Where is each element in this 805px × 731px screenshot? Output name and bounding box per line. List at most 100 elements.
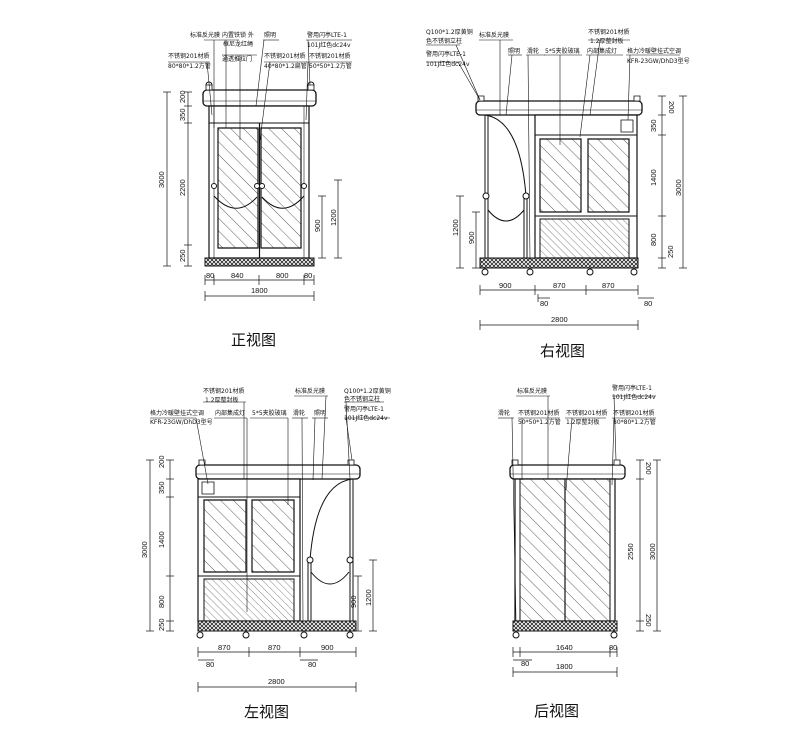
right-dim-1200: 1200: [451, 219, 460, 236]
front-note-police-light: 警用闪亭LTE-1: [307, 31, 347, 39]
right-note-steel-201: 不锈钢201材质: [588, 28, 629, 36]
left-base: [198, 621, 356, 631]
left-dim-250: 250: [157, 618, 166, 631]
left-window-right: [252, 500, 294, 572]
front-dim-3000: 3000: [157, 171, 166, 188]
right-air-conditioner: [621, 120, 633, 132]
back-note-pulley: 滑轮: [498, 409, 510, 417]
front-roof: [203, 90, 316, 106]
right-dim-3000: 3000: [674, 179, 683, 196]
right-note-brass-a: Q100*1.2厚黄铜: [426, 28, 473, 36]
back-note-steel-201-b: 不锈钢201材质: [566, 409, 607, 417]
left-note-police-light: 警用闪亭LTE-1: [344, 405, 384, 413]
right-view: Q100*1.2厚黄铜 色不锈钢立柱 标准反光膜 不锈钢201材质 1.2厚整封…: [426, 28, 690, 360]
right-note-police-light: 警用闪亭LTE-1: [426, 50, 466, 58]
front-dim-80-right: 80: [304, 271, 312, 280]
left-view-title: 左视图: [244, 703, 289, 721]
left-note-integrated-light: 内部集成灯: [215, 409, 245, 417]
back-dim-80-b: 80: [609, 643, 617, 652]
right-dim-80-a: 80: [540, 299, 548, 308]
left-dim-1200: 1200: [364, 589, 373, 606]
right-dim-900-h: 900: [499, 281, 512, 290]
back-dim-3000: 3000: [648, 543, 657, 560]
left-note-red-dc24v: 101J红色dc24v: [344, 414, 388, 422]
back-note-steel-201-c: 不锈钢201材质: [613, 409, 654, 417]
right-dim-800: 800: [649, 233, 658, 246]
front-note-red-dc24v: 101J红色dc24v: [307, 41, 351, 49]
left-note-reflective-film: 标准反光膜: [295, 387, 325, 395]
left-lower-panel: [204, 579, 294, 621]
back-note-steel-201-a: 不锈钢201材质: [518, 409, 559, 417]
left-dim-350: 350: [157, 481, 166, 494]
back-note-sealed-panel: 1.2厚整封板: [566, 418, 600, 426]
left-dim-3000: 3000: [140, 541, 149, 558]
front-dim-1800: 1800: [251, 286, 268, 295]
left-dim-870-b: 870: [268, 643, 281, 652]
left-roof: [196, 465, 360, 479]
left-air-conditioner: [202, 482, 214, 494]
front-view: 标准反光膜 内置铁锁 外 框尼龙红绳 照明 警用闪亭LTE-1 101J红色dc…: [157, 31, 352, 349]
right-note-ac-model: KFR-23GW/DhD3型号: [627, 57, 690, 65]
left-note-brass-b: 色不锈钢立柱: [344, 395, 380, 403]
left-note-laminated-glass: 5*5夹胶玻璃: [252, 409, 287, 417]
back-note-tube-80x80: 80*80*1.2方管: [613, 418, 656, 426]
left-note-ac-model: KFR-23GW/DhD3型号: [150, 418, 213, 426]
left-dim-900-h: 900: [321, 643, 334, 652]
right-note-reflective-film: 标准反光膜: [479, 31, 509, 39]
front-note-steel-201-a: 不锈钢201材质: [168, 52, 209, 60]
back-view-title: 后视图: [534, 702, 579, 720]
left-note-steel-201: 不锈钢201材质: [203, 387, 244, 395]
right-dim-200: 200: [667, 101, 676, 114]
front-note-lighting: 照明: [264, 32, 276, 39]
back-dim-1640: 1640: [556, 643, 573, 652]
right-note-brass-b: 色不锈钢立柱: [426, 37, 462, 45]
front-door-right-glass: [261, 128, 301, 248]
back-note-police-light: 警用闪亭LTE-1: [612, 384, 652, 392]
front-dim-200: 200: [178, 90, 187, 103]
left-dim-870-a: 870: [218, 643, 231, 652]
front-note-reflective-film: 标准反光膜: [190, 31, 220, 39]
front-note-sliding-door: 通透推拉门: [222, 55, 252, 63]
left-note-lighting: 照明: [314, 410, 326, 417]
right-dim-870-a: 870: [553, 281, 566, 290]
right-view-title: 右视图: [540, 342, 585, 360]
front-dim-800: 800: [276, 271, 289, 280]
left-view: 不锈钢201材质 1.2厚整封板 标准反光膜 Q100*1.2厚黄铜 色不锈钢立…: [140, 387, 391, 721]
right-dim-2800: 2800: [551, 315, 568, 324]
left-window-left: [204, 500, 246, 572]
right-dim-1400: 1400: [649, 169, 658, 186]
right-dim-870-b: 870: [602, 281, 615, 290]
front-note-tube-50x50: 50*50*1.2方管: [309, 62, 352, 70]
left-dim-2800: 2800: [268, 677, 285, 686]
back-dim-2550: 2550: [626, 543, 635, 560]
front-note-rope: 框尼龙红绳: [223, 40, 253, 48]
left-dim-80-b: 80: [308, 660, 316, 669]
front-base: [205, 258, 314, 266]
back-dim-250: 250: [644, 614, 653, 627]
back-note-reflective-film: 标准反光膜: [517, 387, 547, 395]
left-note-sealed-panel: 1.2厚整封板: [205, 396, 239, 404]
front-note-steel-201-b: 不锈钢201材质: [264, 52, 305, 60]
right-dim-250: 250: [666, 245, 675, 258]
left-dim-80-a: 80: [206, 660, 214, 669]
left-dim-800: 800: [157, 595, 166, 608]
left-note-brass-a: Q100*1.2厚黄铜: [344, 387, 391, 395]
right-note-lighting: 照明: [508, 48, 520, 55]
right-window-left: [540, 139, 581, 212]
right-window-right: [588, 139, 629, 212]
back-note-tube-50x50: 50*50*1.2方管: [518, 418, 561, 426]
front-dim-250: 250: [178, 249, 187, 262]
front-door-left-glass: [218, 128, 258, 248]
right-note-air-conditioner: 格力冷暖壁挂式空调: [627, 47, 681, 55]
front-dim-350: 350: [178, 108, 187, 121]
front-dim-80-left: 80: [206, 271, 214, 280]
right-note-integrated-light: 内部集成灯: [587, 47, 617, 55]
front-dim-1200: 1200: [329, 209, 338, 226]
front-view-title: 正视图: [231, 331, 276, 349]
front-note-flat-40x80: 40*80*1.2扁管: [264, 62, 307, 70]
front-dim-840: 840: [231, 271, 244, 280]
left-dim-900: 900: [349, 595, 358, 608]
front-dim-900: 900: [313, 219, 322, 232]
left-dim-1400: 1400: [157, 531, 166, 548]
